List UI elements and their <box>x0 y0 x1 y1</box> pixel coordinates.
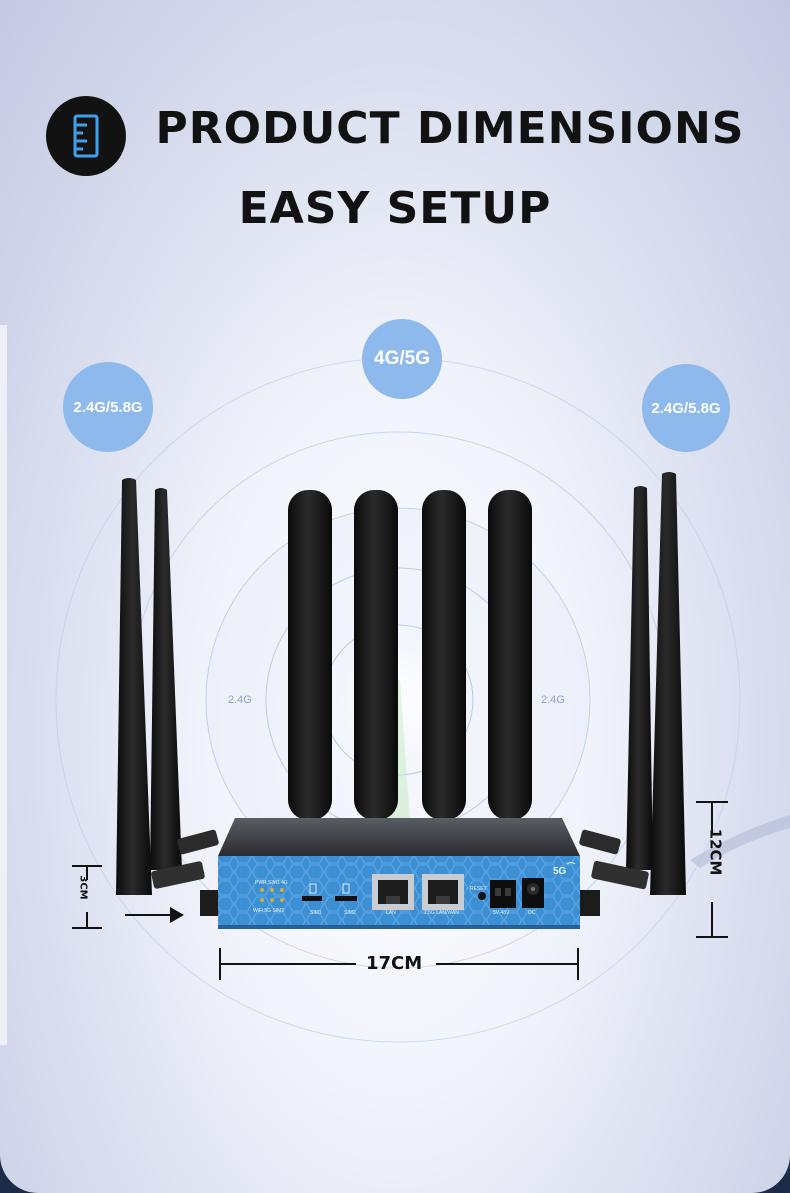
ruler-icon <box>46 96 126 176</box>
lan-port <box>372 874 414 910</box>
wifi-band-bubble-right: 2.4G/5.8G <box>642 364 730 452</box>
reset-button <box>478 892 486 900</box>
width-label: 17CM <box>366 953 423 974</box>
signal-band-left: 2.4G <box>228 694 252 706</box>
right-antennas <box>579 472 686 895</box>
arrow-icon <box>125 907 184 923</box>
port-label-sim1: SIM1 <box>310 910 322 916</box>
sim2-slot <box>335 896 357 901</box>
width-dimension-line <box>219 948 579 980</box>
status-leds <box>260 888 284 902</box>
left-antennas <box>116 478 219 895</box>
port-label-reset: RESET <box>470 886 487 892</box>
cellular-band-bubble: 4G/5G <box>362 319 442 399</box>
height-label: 12CM <box>706 828 725 876</box>
power-terminal <box>490 880 516 908</box>
port-label-power: 5V-48V <box>493 910 510 916</box>
router-body: SIM1 SIM2 LAN 2.5G LAN/WAN RESET 5V-48V … <box>200 818 600 929</box>
side-edge-strip <box>0 325 7 1045</box>
port-label-lan: LAN <box>386 910 396 916</box>
signal-band-right: 2.4G <box>541 694 565 706</box>
5g-badge: 5G <box>553 866 567 877</box>
height-dimension-line <box>696 801 728 938</box>
center-antennas <box>288 490 532 820</box>
depth-label: 3CM <box>77 875 89 900</box>
led-label-bottom: WiFi 5G SIM2 <box>253 908 284 914</box>
port-label-dc: DC <box>528 910 536 916</box>
port-label-sim2: SIM2 <box>344 910 356 916</box>
wifi-band-bubble-left: 2.4G/5.8G <box>63 362 153 452</box>
depth-dimension-line <box>72 865 102 929</box>
page-title: PRODUCT DIMENSIONS <box>155 103 745 154</box>
sim1-slot <box>302 896 322 901</box>
lan-wan-port <box>422 874 464 910</box>
led-label-top: PWR SIM1 4G <box>255 880 288 886</box>
port-label-lan-wan: 2.5G LAN/WAN <box>424 910 459 916</box>
page-subtitle: EASY SETUP <box>238 183 552 234</box>
